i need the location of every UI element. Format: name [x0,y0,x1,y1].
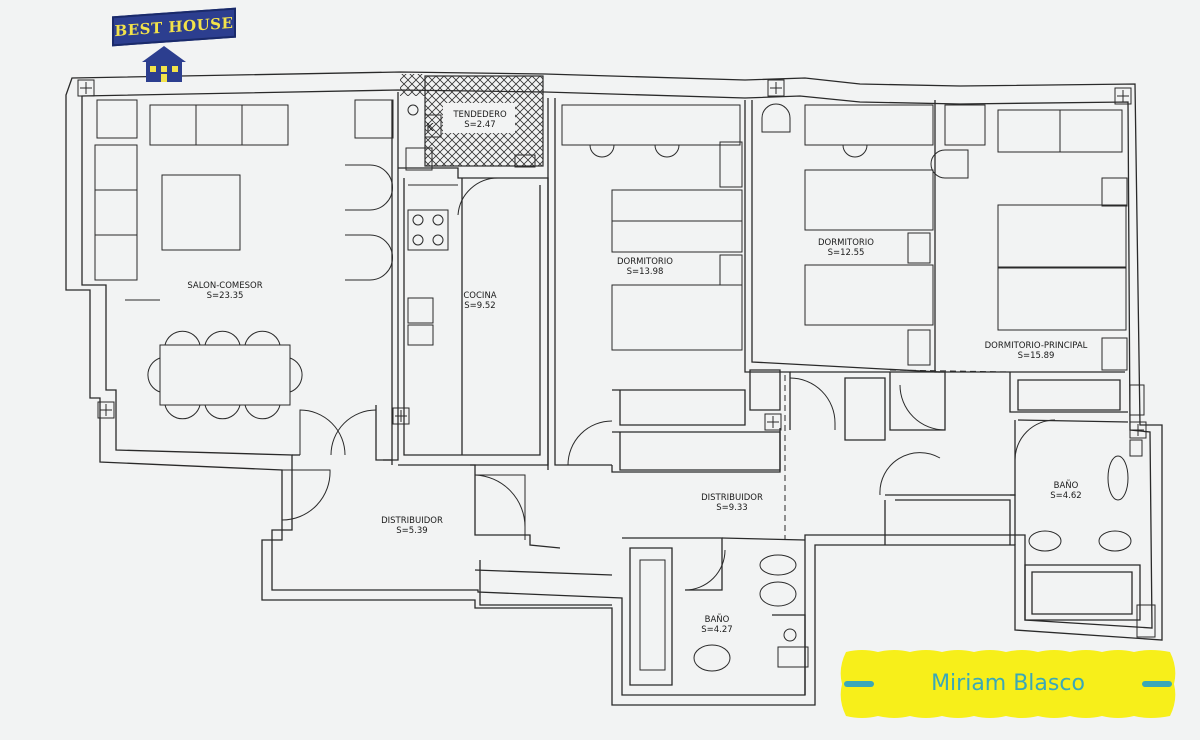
room-name-salon: SALON-COMESOR [187,281,262,291]
room-name-dormitorio-principal: DORMITORIO-PRINCIPAL [985,341,1088,351]
logo-banner: BEST HOUSE [112,7,236,47]
room-area-tendedero: S=2.47 [464,120,495,130]
tendedero-hatch-corner [400,74,425,96]
walls [65,71,1163,706]
dashed-lines [784,369,1011,540]
house-icon [142,46,186,82]
room-area-bano-2: S=4.62 [1050,491,1081,501]
room-labels: SALON-COMESOR S=23.35 TENDEDERO S=2.47 C… [187,110,1087,635]
tag-background [840,650,1176,718]
room-name-dormitorio-1: DORMITORIO [617,257,673,267]
kitchen-mark: K [426,121,434,134]
room-area-cocina: S=9.52 [464,301,495,311]
room-name-distribuidor-2: DISTRIBUIDOR [701,493,763,503]
agent-tag: Miriam Blasco [838,648,1178,720]
tag-text: Miriam Blasco [931,671,1085,696]
doors [281,177,1056,591]
room-area-dormitorio-1: S=13.98 [627,267,664,277]
room-area-distribuidor-2: S=9.33 [716,503,747,513]
furniture [94,99,1156,672]
room-name-dormitorio-2: DORMITORIO [818,238,874,248]
room-name-cocina: COCINA [463,291,496,301]
tendedero-label-bg [443,103,515,133]
room-area-dormitorio-principal: S=15.89 [1018,351,1055,361]
room-name-bano-2: BAÑO [1054,480,1079,491]
room-area-dormitorio-2: S=12.55 [828,248,865,258]
best-house-logo: BEST HOUSE [98,6,238,84]
room-area-salon: S=23.35 [207,291,244,301]
room-name-distribuidor-1: DISTRIBUIDOR [381,516,443,526]
column-markers [77,79,1147,439]
room-area-bano-1: S=4.27 [701,625,732,635]
room-name-tendedero: TENDEDERO [452,110,507,120]
room-name-bano-1: BAÑO [705,614,730,625]
room-area-distribuidor-1: S=5.39 [396,526,427,536]
